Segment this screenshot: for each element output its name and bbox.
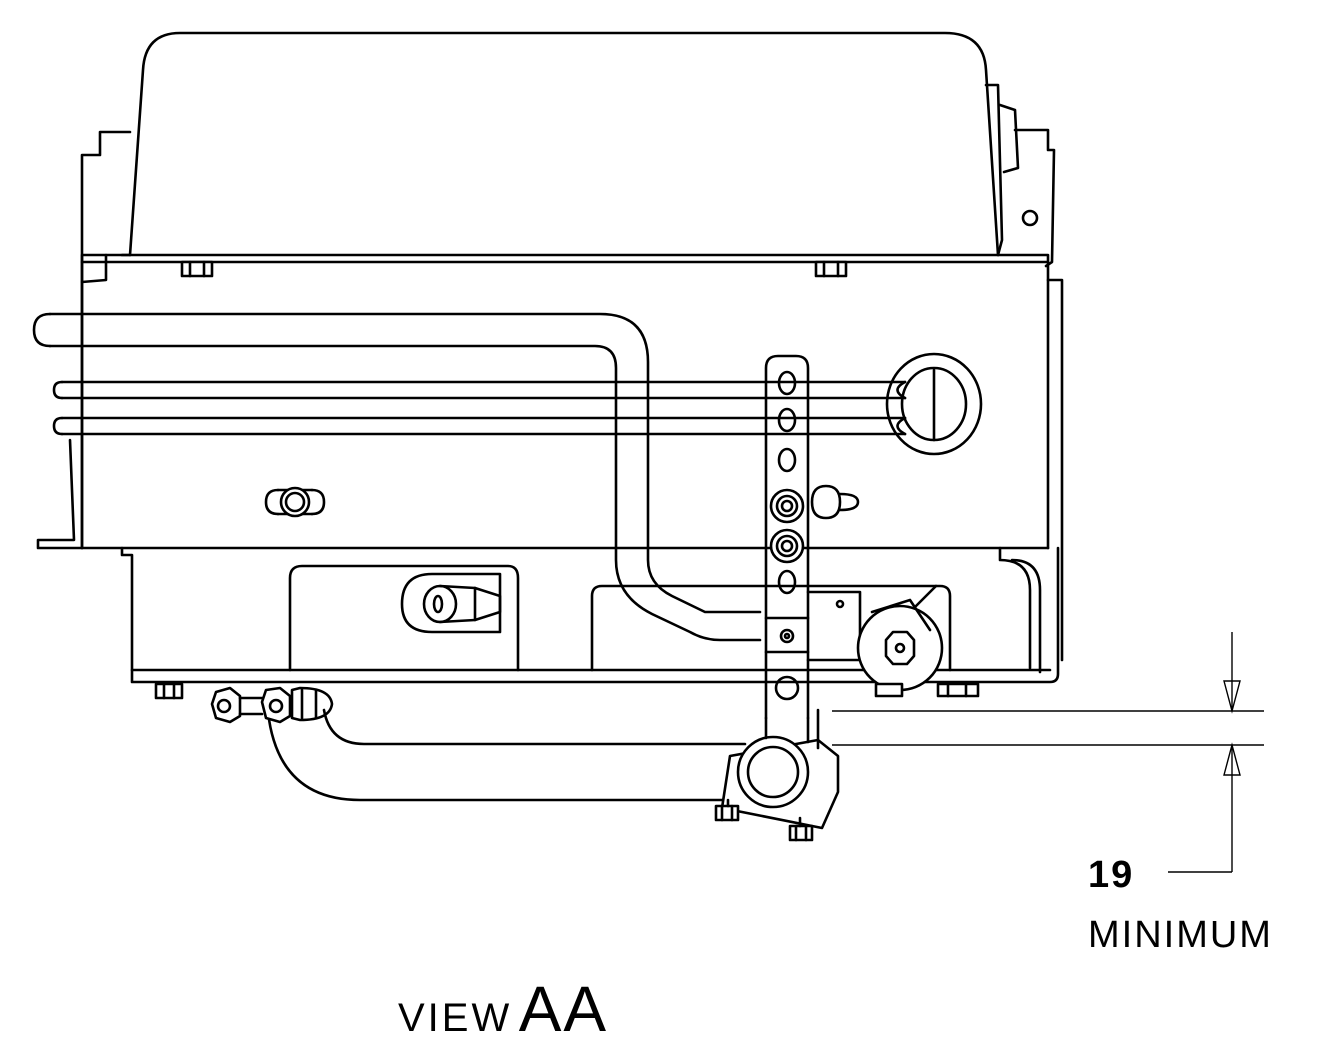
dimension-19: [832, 632, 1264, 873]
wing-nut-left: [264, 486, 326, 518]
tube-pair: [52, 380, 907, 436]
view-title-prefix: VIEW: [398, 996, 513, 1040]
top-nuts: [180, 260, 848, 278]
view-title: VIEW AA: [398, 972, 608, 1046]
valve-assembly: [806, 584, 944, 692]
pipe-loop: [32, 312, 762, 642]
bracket-hole: [1021, 209, 1039, 227]
arrowhead-down: [1223, 680, 1241, 714]
lower-pipe: [266, 708, 750, 802]
view-title-letters: AA: [518, 973, 609, 1045]
dimension-value: 19: [1088, 854, 1135, 896]
dimension-note: MINIMUM: [1088, 914, 1273, 956]
perforated-strap: [764, 354, 810, 720]
pipe-clamp: [714, 708, 840, 842]
arrowhead-up: [1223, 742, 1241, 776]
right-bracket: [984, 83, 1056, 268]
slot-detail: [400, 572, 502, 634]
top-cover: [120, 31, 1000, 257]
main-body: [80, 253, 1064, 662]
left-coupling: [210, 686, 334, 724]
ring-fitting: [885, 352, 983, 456]
left-flange: [36, 130, 132, 550]
wing-nut-right: [810, 484, 860, 520]
bottom-nuts: [154, 682, 980, 700]
